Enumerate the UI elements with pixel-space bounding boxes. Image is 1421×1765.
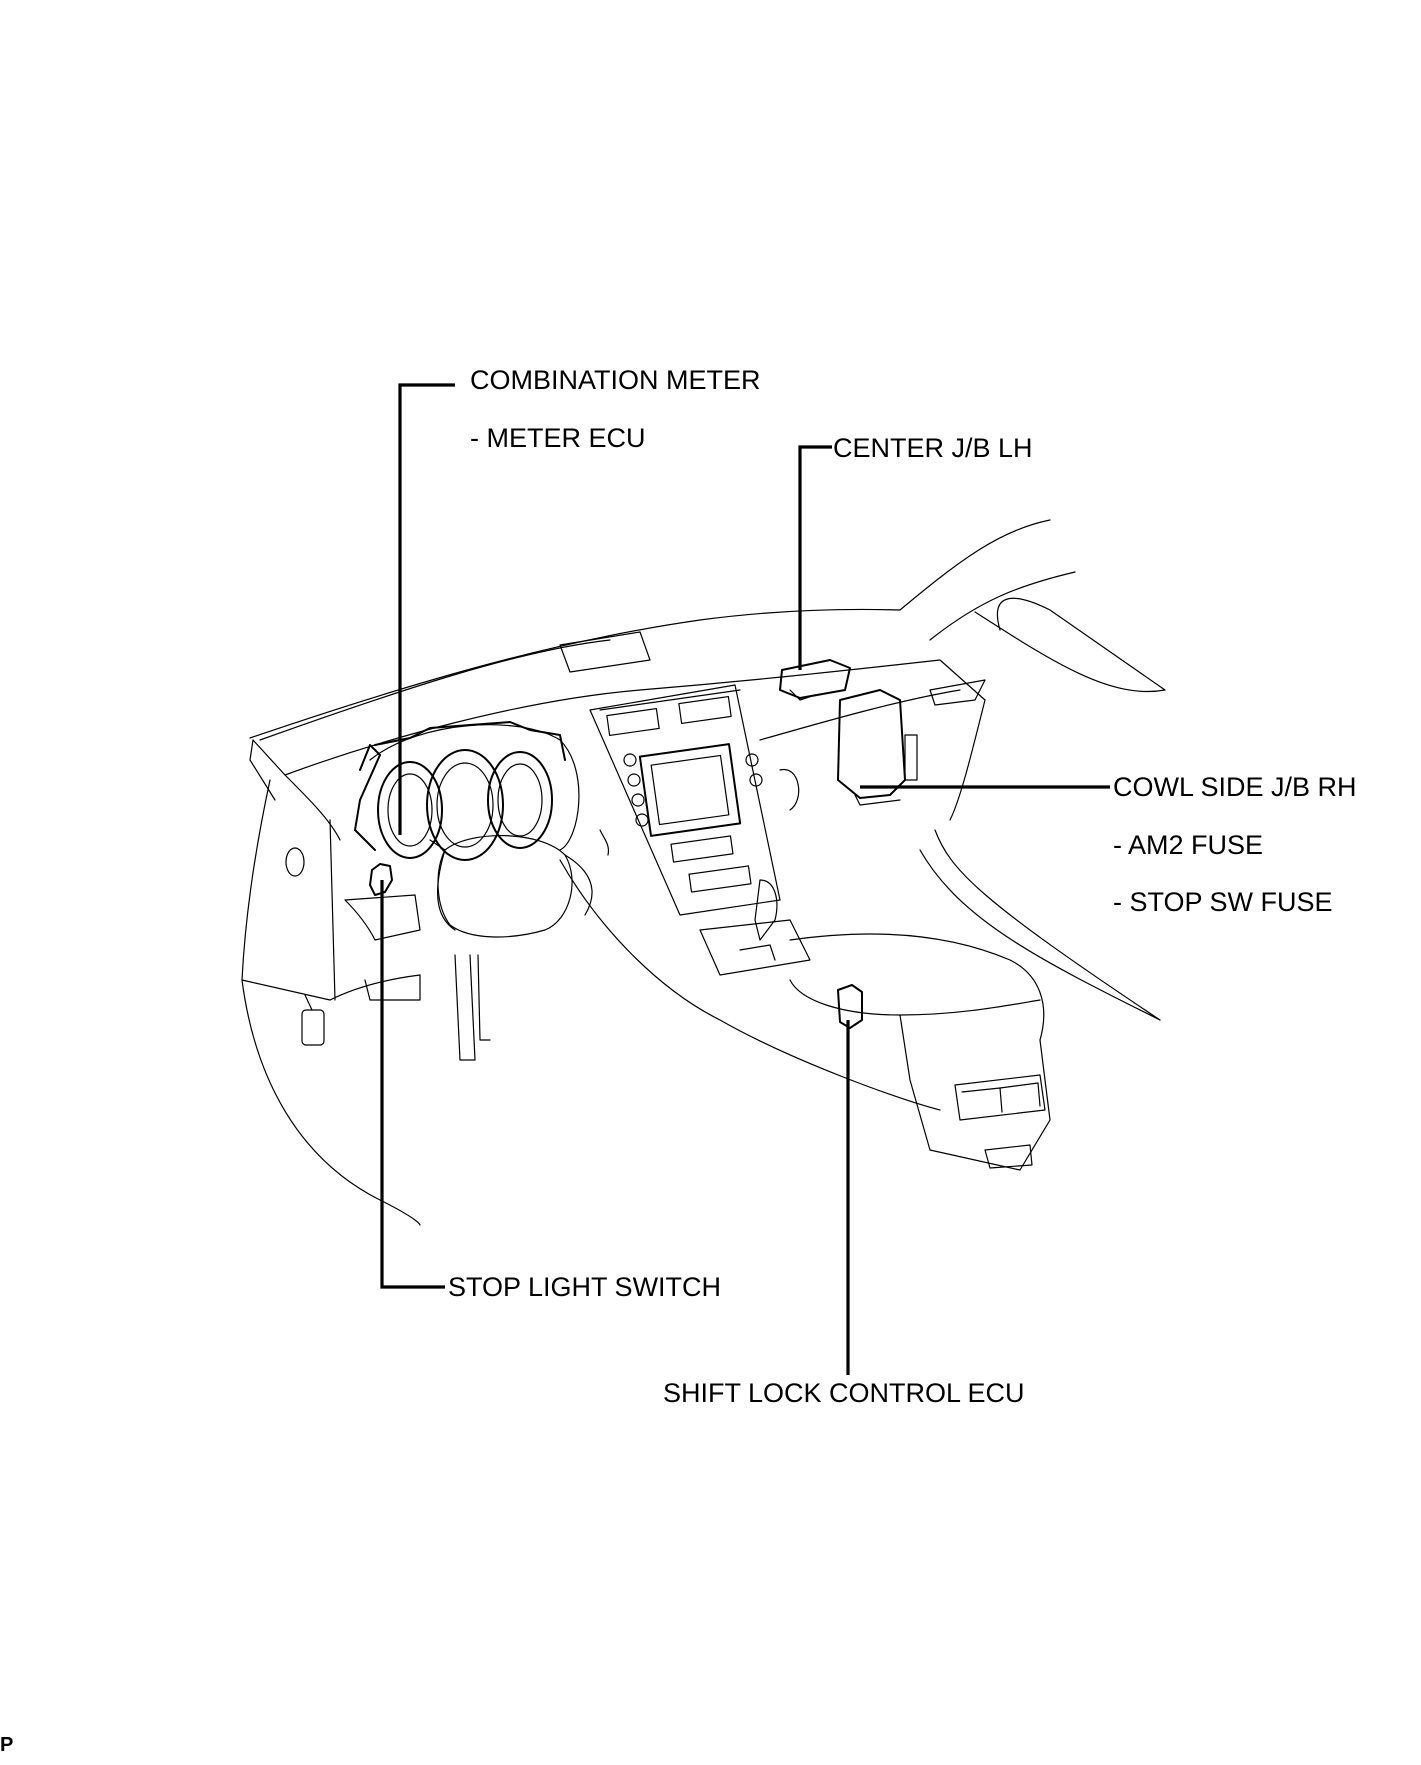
label-stop-light-switch: STOP LIGHT SWITCH <box>448 1272 722 1302</box>
label-center-jb-lh: CENTER J/B LH <box>833 433 1033 463</box>
leader-center-jb-lh <box>798 445 832 670</box>
center-jb-lh-drawing <box>779 659 851 701</box>
leader-combination-meter <box>398 383 455 835</box>
label-combination-meter: COMBINATION METER <box>470 365 761 395</box>
label-shift-lock-control-ecu: SHIFT LOCK CONTROL ECU <box>663 1378 1025 1408</box>
stop-light-switch-drawing <box>369 863 393 896</box>
passenger-dash <box>559 679 1161 1111</box>
combination-meter-drawing <box>354 721 580 861</box>
label-meter-ecu: - METER ECU <box>470 423 646 453</box>
corner-mark: P <box>0 1734 14 1756</box>
dashboard-body <box>241 659 986 1226</box>
label-am2-fuse: - AM2 FUSE <box>1113 830 1264 860</box>
leader-stop-light-switch <box>380 880 445 1289</box>
steering-wheel <box>437 835 593 938</box>
windshield-outline <box>249 519 1166 741</box>
shift-lock-ecu-drawing <box>837 984 863 1029</box>
center-console <box>699 879 1051 1171</box>
label-cowl-side-jb-rh: COWL SIDE J/B RH <box>1113 772 1357 802</box>
label-stop-sw-fuse: - STOP SW FUSE <box>1113 887 1333 917</box>
center-stack <box>589 684 781 916</box>
leader-lines <box>380 383 1110 1375</box>
